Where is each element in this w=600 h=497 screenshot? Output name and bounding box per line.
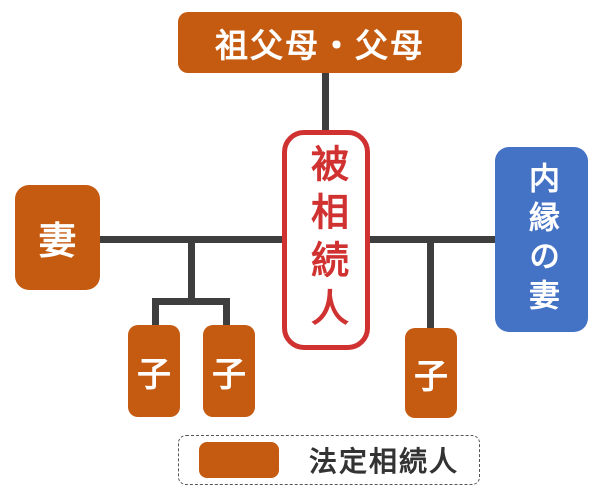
connector-child3-drop bbox=[427, 240, 434, 330]
connector-child2-drop bbox=[223, 302, 230, 328]
connector-top-vertical bbox=[322, 70, 329, 132]
node-wife: 妻 bbox=[15, 185, 100, 290]
connector-child1-drop bbox=[152, 302, 159, 328]
legend-label: 法定相続人 bbox=[308, 446, 459, 477]
node-grandparents-parents: 祖父母・父母 bbox=[178, 12, 462, 73]
node-child-2-label: 子 bbox=[212, 355, 246, 394]
node-decedent: 被相続人 bbox=[282, 130, 370, 350]
connector-left-children-bar bbox=[152, 298, 230, 305]
node-child-2: 子 bbox=[203, 325, 255, 417]
node-child-3: 子 bbox=[405, 328, 457, 418]
node-grandparents-parents-label: 祖父母・父母 bbox=[215, 26, 425, 64]
node-child-3-label: 子 bbox=[414, 357, 448, 396]
node-wife-label: 妻 bbox=[38, 221, 77, 263]
node-child-1: 子 bbox=[128, 325, 180, 417]
node-common-law-wife-label: 内縁の妻 bbox=[524, 161, 559, 318]
connector-left-children-drop bbox=[188, 240, 195, 302]
legend-heir-swatch bbox=[198, 442, 279, 478]
legend: 法定相続人 bbox=[178, 435, 480, 485]
node-common-law-wife: 内縁の妻 bbox=[495, 147, 588, 332]
node-decedent-label: 被相続人 bbox=[304, 144, 347, 336]
node-child-1-label: 子 bbox=[137, 355, 171, 394]
